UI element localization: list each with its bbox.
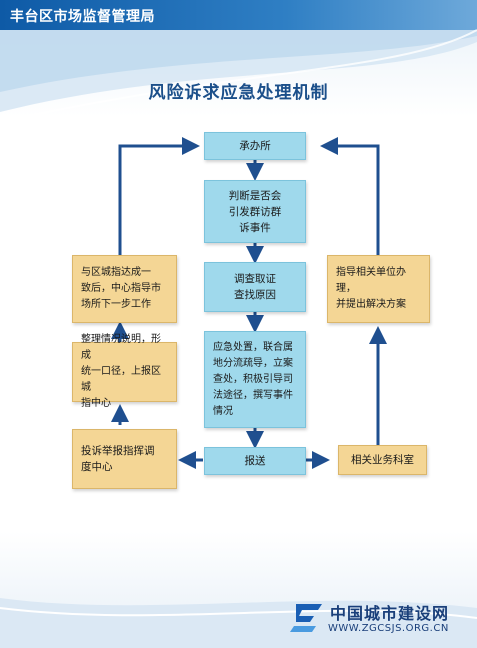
arrow-district-to-chengbansuo xyxy=(118,137,200,255)
node-district-city: 与区城指达成一 致后，中心指导市 场所下一步工作 xyxy=(72,255,177,323)
node-emergency: 应急处置，联合属 地分流疏导，立案 查处，积极引导司 法途径，撰写事件 情况 xyxy=(204,331,306,428)
arrow-guide-to-chengbansuo xyxy=(320,137,380,255)
logo-url: WWW.ZGCSJS.ORG.CN xyxy=(328,623,449,634)
node-related-dept: 相关业务科室 xyxy=(338,445,427,475)
node-guide-unit: 指导相关单位办理， 并提出解决方案 xyxy=(327,255,430,323)
logo-name: 中国城市建设网 xyxy=(330,604,450,623)
zgcsjs-logo-icon xyxy=(290,604,322,632)
footer-wave-decoration xyxy=(0,598,477,648)
node-investigate: 调查取证 查找原因 xyxy=(204,262,306,312)
node-judge: 判断是否会 引发群访群 诉事件 xyxy=(204,180,306,243)
node-report: 报送 xyxy=(204,447,306,475)
diagram-title: 风险诉求应急处理机制 xyxy=(148,83,329,103)
org-name: 丰台区市场监督管理局 xyxy=(10,9,155,25)
header-bar: 丰台区市场监督管理局 xyxy=(0,0,477,30)
node-complaint-center: 投诉举报指挥调 度中心 xyxy=(72,429,177,489)
node-organize: 整理情况说明，形成 统一口径，上报区城 指中心 xyxy=(72,334,177,409)
node-chengbansuo: 承办所 xyxy=(204,132,306,160)
